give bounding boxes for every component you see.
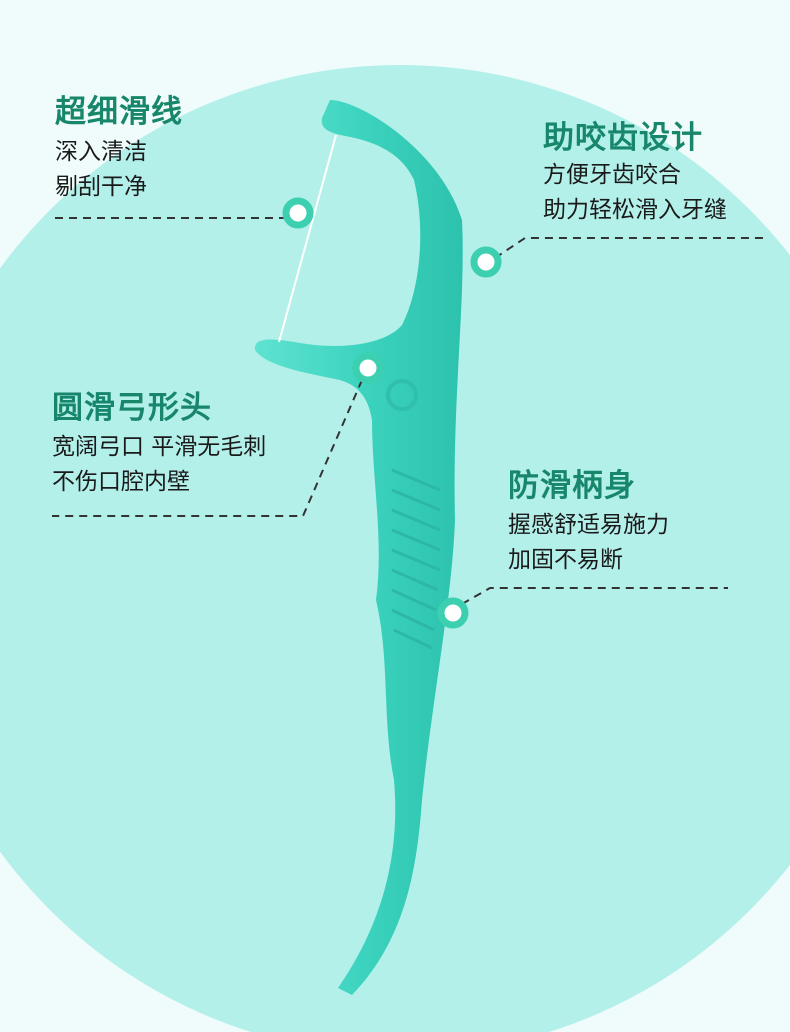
desc-line: 不伤口腔内壁 xyxy=(52,469,190,495)
floss-pick xyxy=(254,100,463,995)
grip-hole-icon xyxy=(386,379,418,411)
desc-line: 深入清洁 xyxy=(55,139,147,165)
floss-line xyxy=(278,134,337,343)
desc-line: 方便牙齿咬合 xyxy=(543,162,681,188)
feature-desc-ultrafine-floss: 深入清洁 剔刮干净 xyxy=(55,135,147,205)
callout-lines xyxy=(52,217,765,605)
marker-dots xyxy=(282,197,502,629)
desc-line: 助力轻松滑入牙缝 xyxy=(543,197,727,223)
feature-title-nonslip-handle: 防滑柄身 xyxy=(508,468,636,504)
feature-desc-arched-head: 宽阔弓口 平滑无毛刺 不伤口腔内壁 xyxy=(52,430,266,500)
feature-desc-nonslip-handle: 握感舒适易施力 加固不易断 xyxy=(508,508,669,578)
desc-line: 宽阔弓口 平滑无毛刺 xyxy=(52,434,267,460)
feature-desc-bite-design: 方便牙齿咬合 助力轻松滑入牙缝 xyxy=(543,158,727,228)
feature-title-ultrafine-floss: 超细滑线 xyxy=(55,94,183,130)
feature-title-bite-design: 助咬齿设计 xyxy=(543,120,703,156)
desc-line: 剔刮干净 xyxy=(55,174,147,200)
desc-line: 握感舒适易施力 xyxy=(508,512,669,538)
feature-title-arched-head: 圆滑弓形头 xyxy=(52,390,212,426)
desc-line: 加固不易断 xyxy=(508,547,623,573)
grip-ridges xyxy=(391,468,441,650)
